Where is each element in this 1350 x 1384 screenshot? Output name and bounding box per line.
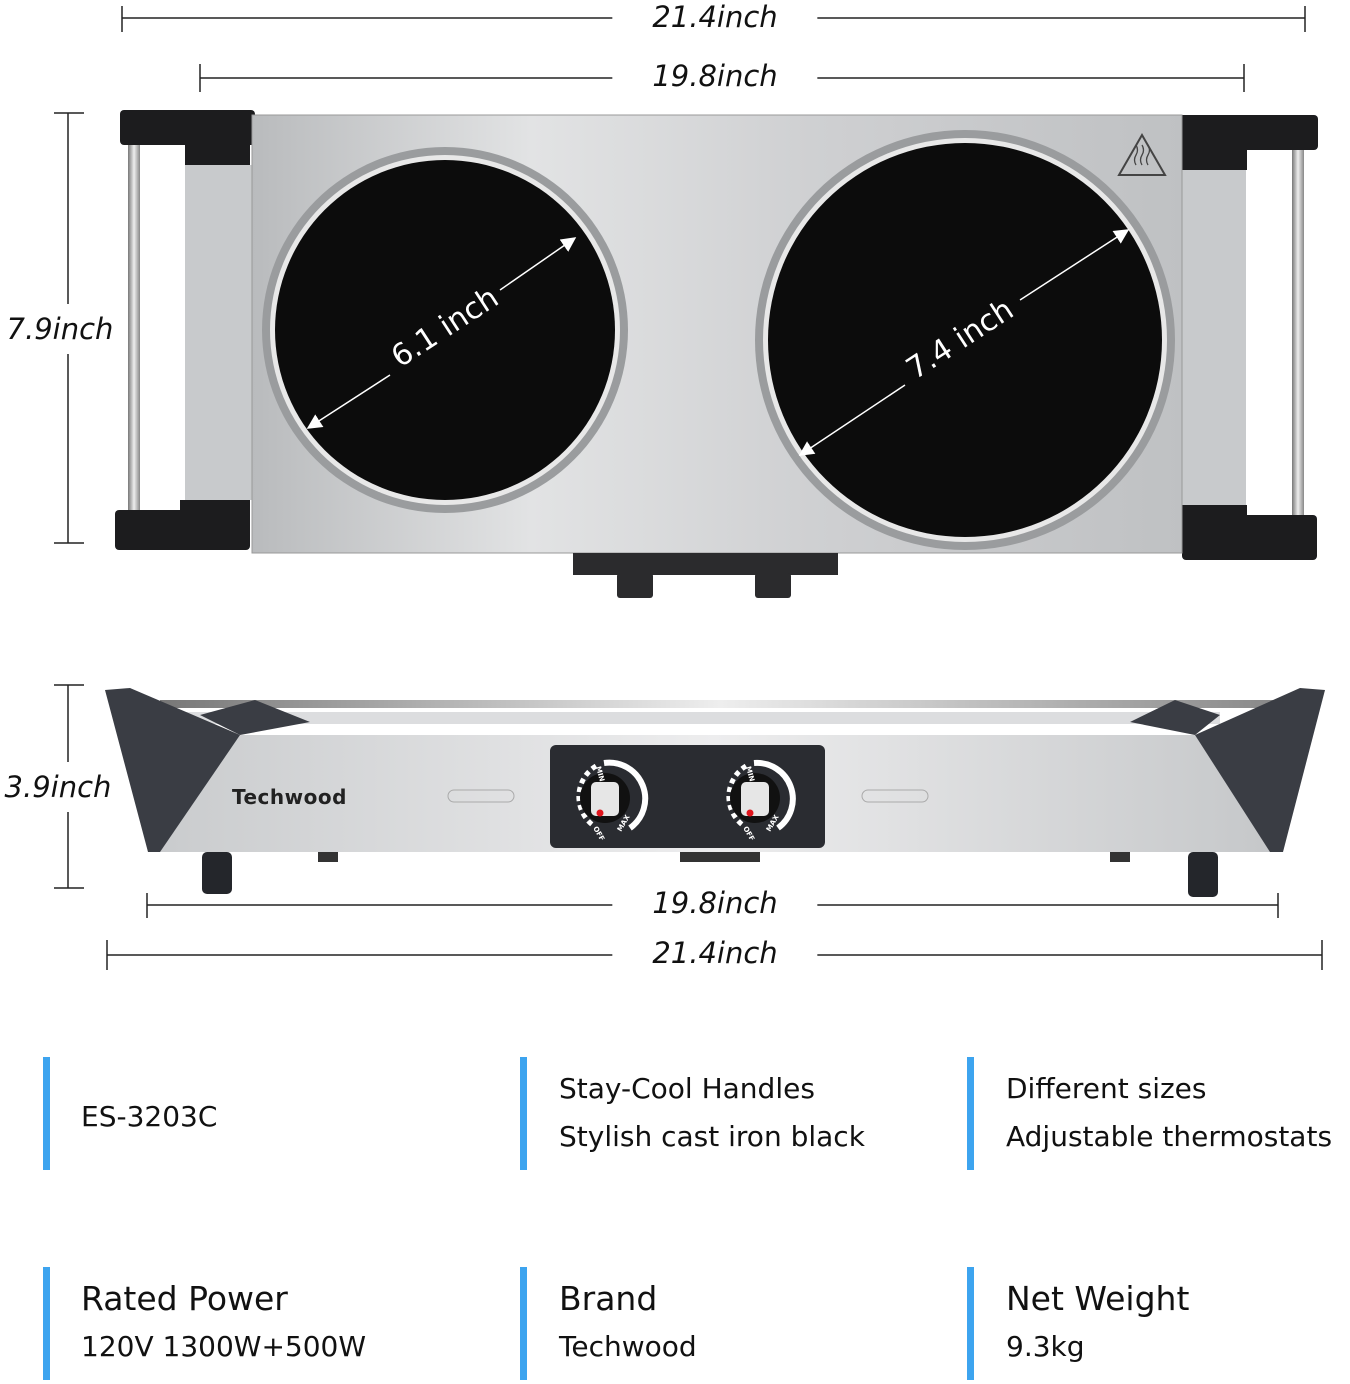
net-weight-title: Net Weight — [1006, 1279, 1190, 1318]
side-view: MIN MAX OFF MIN MAX OFF — [105, 688, 1325, 897]
net-weight-value: 9.3kg — [1006, 1330, 1085, 1363]
feature-cast-iron: Stylish cast iron black — [559, 1120, 865, 1153]
knob-label-min: MIN — [744, 765, 756, 782]
dim-height: 3.9inch — [4, 762, 112, 812]
brand-title: Brand — [559, 1279, 658, 1318]
dim-depth: 7.9inch — [6, 304, 114, 354]
model-number: ES-3203C — [81, 1100, 218, 1133]
accent-bar — [520, 1267, 527, 1380]
brand-logo: Techwood — [232, 785, 347, 809]
accent-bar — [967, 1057, 974, 1170]
accent-bar — [520, 1057, 527, 1170]
dim-top-body: 19.8inch — [612, 59, 818, 93]
large-burner — [768, 143, 1162, 537]
right-knob[interactable]: MIN MAX OFF — [726, 759, 796, 843]
feature-thermostats: Adjustable thermostats — [1006, 1120, 1333, 1153]
accent-bar — [967, 1267, 974, 1380]
rated-power-value: 120V 1300W+500W — [81, 1330, 367, 1363]
feature-handles: Stay-Cool Handles — [559, 1072, 815, 1105]
top-view — [115, 110, 1318, 598]
brand-value: Techwood — [559, 1330, 697, 1363]
product-illustration: MIN MAX OFF MIN MAX OFF — [54, 6, 1325, 970]
small-burner — [275, 160, 615, 500]
hot-surface-warning-icon — [1117, 132, 1167, 176]
rated-power-title: Rated Power — [81, 1279, 288, 1318]
dim-bottom-body: 19.8inch — [612, 886, 818, 920]
dim-top-total: 21.4inch — [612, 0, 818, 34]
dim-bottom-total: 21.4inch — [612, 936, 818, 970]
left-knob[interactable]: MIN MAX OFF — [576, 759, 649, 843]
accent-bar — [43, 1057, 50, 1170]
knob-label-min: MIN — [594, 765, 606, 782]
accent-bar — [43, 1267, 50, 1380]
feature-sizes: Different sizes — [1006, 1072, 1207, 1105]
